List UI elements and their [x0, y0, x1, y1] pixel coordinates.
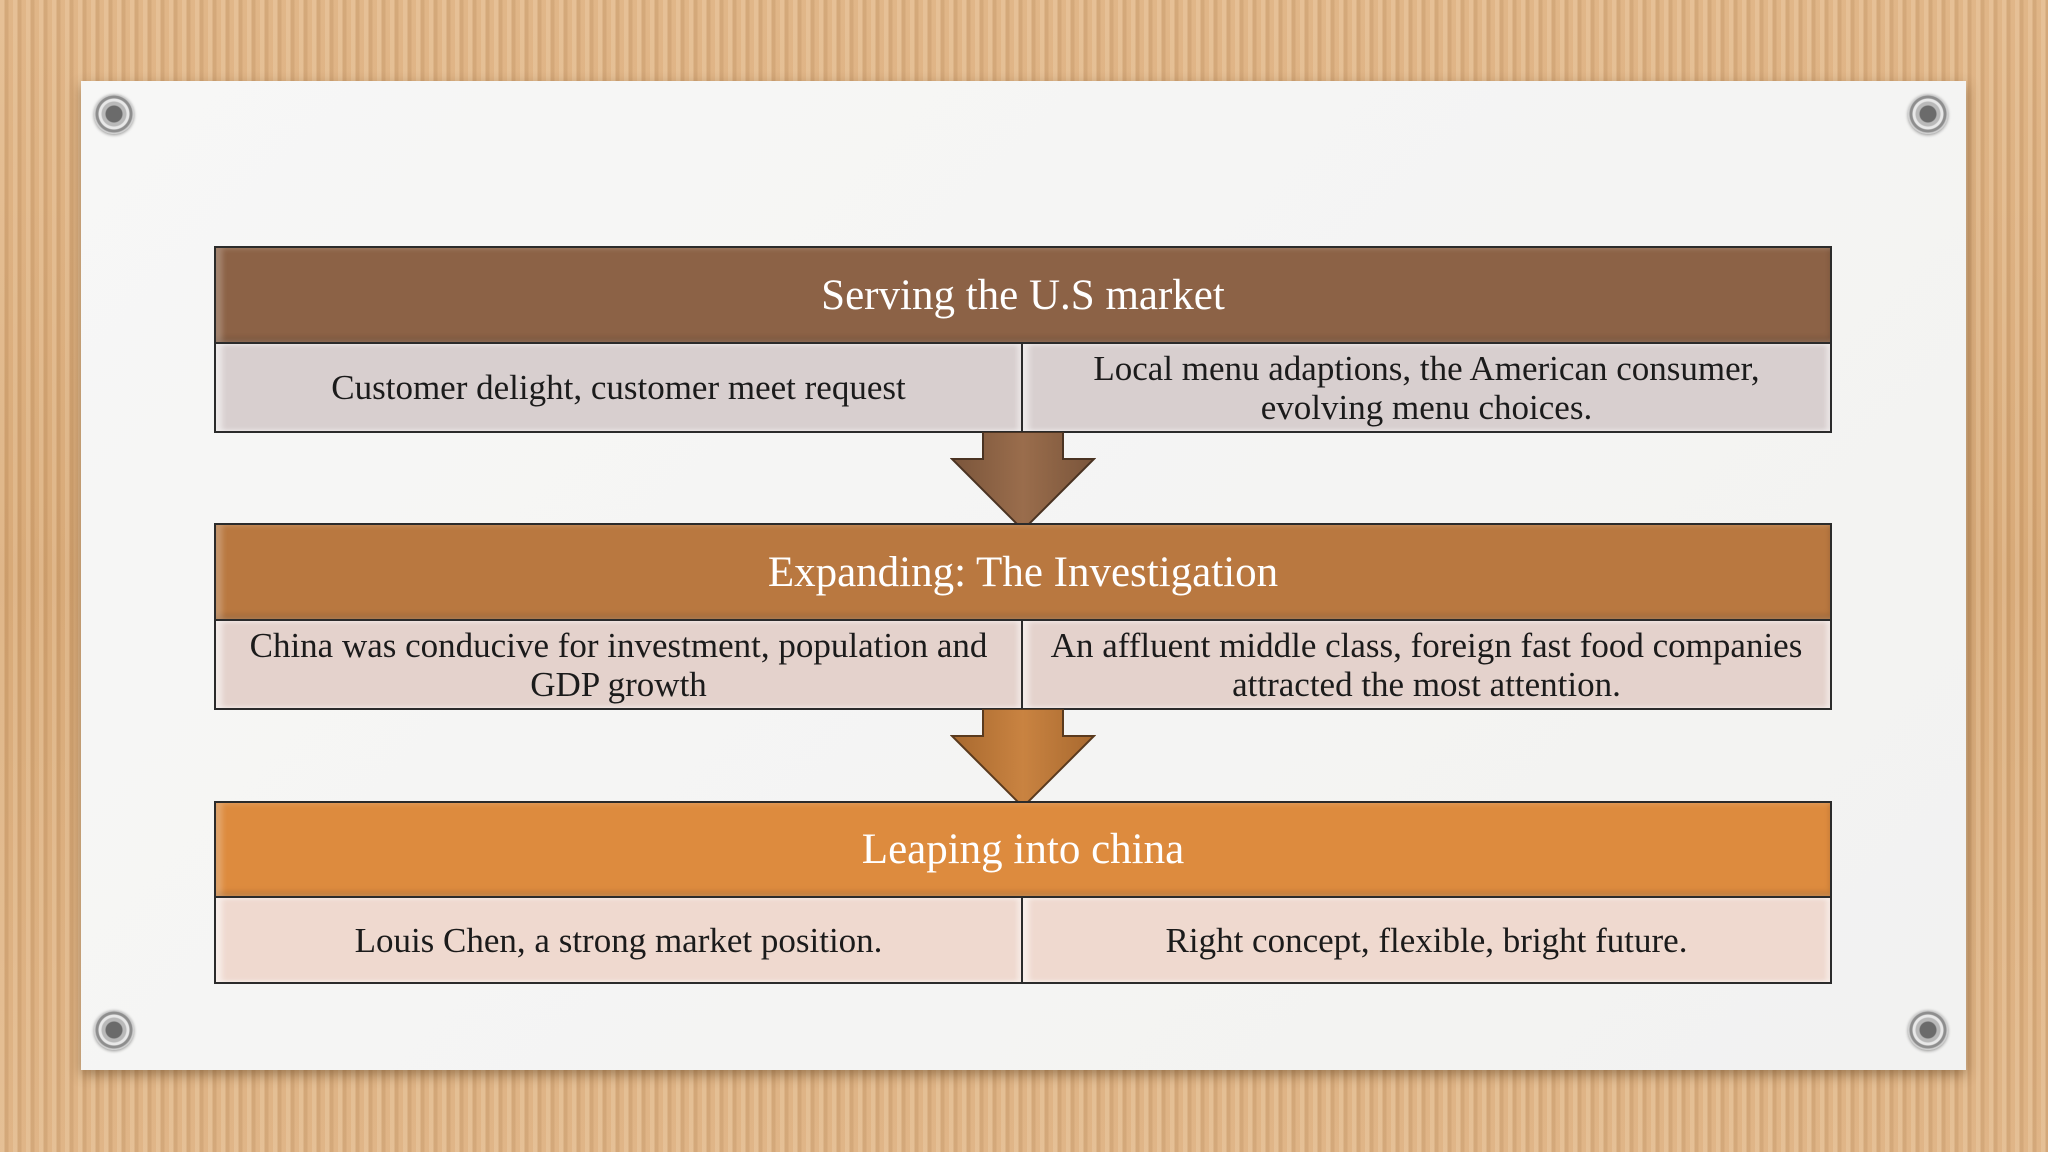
level-2-title: Expanding: The Investigation — [214, 523, 1832, 621]
level-3-title: Leaping into china — [214, 801, 1832, 898]
process-level-1: Serving the U.S market Customer delight,… — [214, 246, 1832, 433]
level-3-cell-right: Right concept, flexible, bright future. — [1021, 896, 1832, 984]
arrow-2-shape — [950, 709, 1096, 809]
process-level-3: Leaping into china Louis Chen, a strong … — [214, 801, 1832, 989]
down-arrow-2 — [950, 709, 1096, 809]
grommet-bottom-left — [94, 1010, 134, 1050]
level-3-cell-left: Louis Chen, a strong market position. — [214, 896, 1023, 984]
process-level-2: Expanding: The Investigation China was c… — [214, 523, 1832, 710]
level-1-cell-right: Local menu adaptions, the American consu… — [1021, 342, 1832, 433]
level-2-cell-left: China was conducive for investment, popu… — [214, 619, 1023, 710]
level-1-title: Serving the U.S market — [214, 246, 1832, 344]
level-2-cell-right: An affluent middle class, foreign fast f… — [1021, 619, 1832, 710]
grommet-top-right — [1908, 94, 1948, 134]
grommet-bottom-right — [1908, 1010, 1948, 1050]
down-arrow-1 — [950, 432, 1096, 532]
level-1-cell-left: Customer delight, customer meet request — [214, 342, 1023, 433]
grommet-top-left — [94, 94, 134, 134]
arrow-1-shape — [950, 432, 1096, 532]
